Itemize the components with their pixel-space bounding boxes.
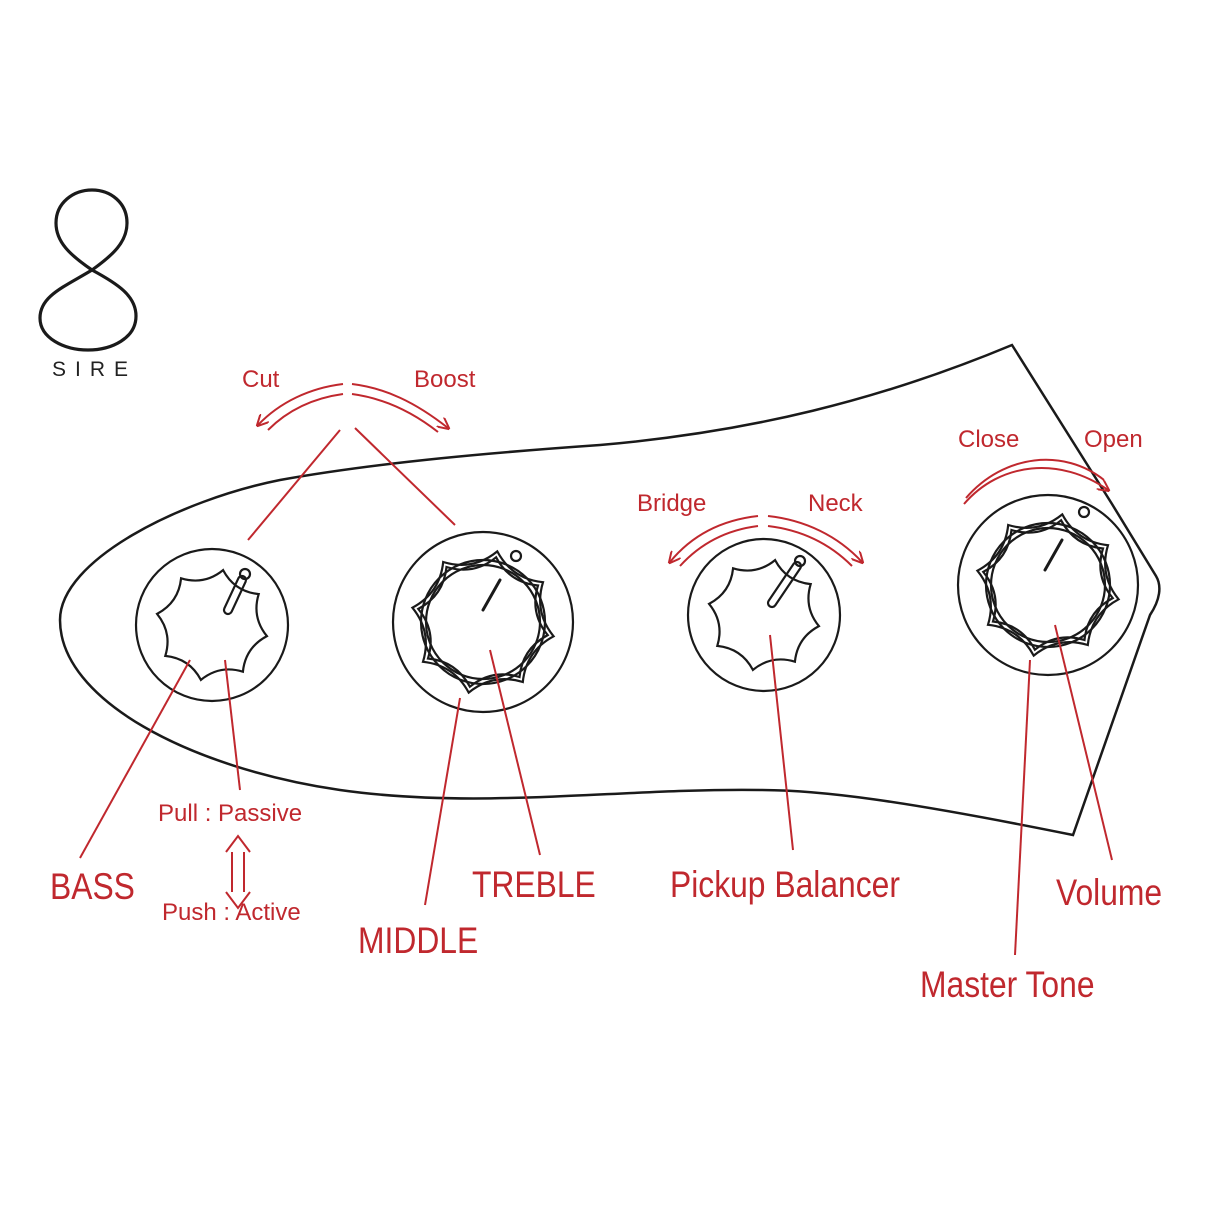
middle-treble-knob-outer-ring — [391, 530, 575, 714]
sire-s-logo-icon — [38, 188, 138, 352]
middle-label: MIDDLE — [358, 920, 479, 961]
leader-cut-bass — [247, 429, 341, 541]
bridge-arrow-inner — [679, 525, 759, 567]
volume-tone-knob — [956, 493, 1140, 677]
leader-pull-push — [224, 659, 241, 791]
close-label: Close — [958, 426, 1020, 453]
middle-treble-knob-star-cap — [410, 549, 556, 695]
cut-arrow-inner — [267, 393, 344, 431]
neck-arrow-inner — [767, 525, 853, 567]
boost-label: Boost — [414, 366, 476, 393]
middle-treble-knob-inner-knob — [419, 558, 547, 686]
leader-master-tone — [1014, 659, 1031, 956]
bass-knob-outer-ring — [134, 547, 290, 703]
leader-bass — [79, 659, 191, 859]
volume-tone-knob-star-cap-inner — [981, 518, 1115, 652]
close-open-arrow-icon — [963, 467, 1108, 505]
leader-cut-middle — [354, 427, 456, 526]
boost-arrow-inner — [351, 393, 439, 433]
leader-volume — [1054, 624, 1113, 861]
brand-name: SIRE — [52, 358, 138, 381]
cut-arrow-icon — [258, 383, 344, 425]
pickup-balancer-knob-star-cap — [707, 558, 821, 672]
neck-label: Neck — [808, 490, 863, 517]
pickup-balancer-knob-pointer — [767, 561, 802, 608]
volume-tone-knob-inner-knob-rim — [989, 526, 1107, 644]
pickup-balancer-label: Pickup Balancer — [670, 864, 900, 905]
treble-label: TREBLE — [472, 864, 596, 905]
middle-treble-knob — [391, 530, 575, 714]
close-open-arrow-inner — [965, 458, 1105, 499]
pickup-balancer-knob-outer-ring — [686, 537, 842, 693]
bass-knob-marker-dot — [238, 567, 252, 581]
leader-treble — [489, 649, 541, 856]
middle-treble-knob-marker-dot — [509, 549, 523, 563]
bridge-arrow-icon — [670, 515, 759, 562]
middle-treble-knob-pointer — [481, 578, 502, 612]
volume-tone-knob-outer-ring — [956, 493, 1140, 677]
open-label: Open — [1084, 426, 1143, 453]
bass-knob — [134, 547, 290, 703]
pickup-balancer-knob-marker-dot — [793, 554, 807, 568]
middle-treble-knob-inner-knob-rim — [424, 563, 542, 681]
bass-knob-pointer — [222, 574, 248, 616]
neck-arrow-icon — [767, 515, 862, 562]
leader-middle — [424, 697, 461, 906]
volume-tone-knob-pointer — [1043, 538, 1064, 572]
master-tone-label: Master Tone — [920, 964, 1095, 1005]
volume-tone-knob-star-cap — [975, 512, 1121, 658]
control-plate-outline — [58, 343, 1161, 837]
middle-treble-knob-star-cap-inner — [416, 555, 550, 689]
pull-passive-label: Pull : Passive — [158, 800, 303, 827]
boost-arrow-icon — [351, 383, 448, 428]
volume-tone-knob-inner-knob — [984, 521, 1112, 649]
pickup-balancer-knob — [686, 537, 842, 693]
bass-knob-star-cap — [155, 568, 269, 682]
volume-label: Volume — [1056, 872, 1163, 913]
cut-label: Cut — [242, 366, 280, 393]
bridge-label: Bridge — [637, 490, 707, 517]
leader-pickup-balancer — [769, 634, 794, 851]
pull-push-double-arrow-icon — [225, 834, 251, 910]
push-active-label: Push : Active — [162, 899, 301, 926]
bass-label: BASS — [50, 866, 135, 907]
volume-tone-knob-marker-dot — [1077, 505, 1091, 519]
